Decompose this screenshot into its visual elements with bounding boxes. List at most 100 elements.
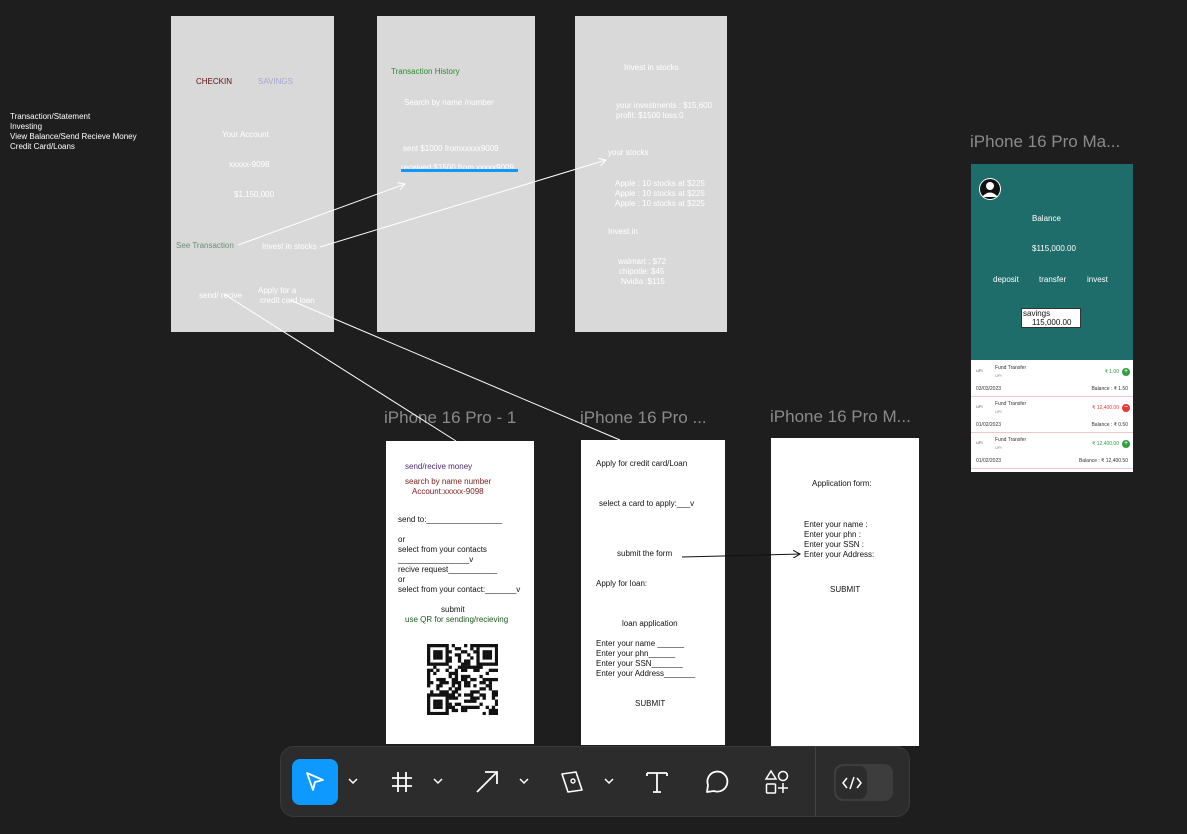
- invest-frame[interactable]: Invest in stocks your investments : $15,…: [575, 16, 727, 332]
- account-number: xxxxx-9098: [229, 160, 270, 169]
- loan-field[interactable]: Enter your phn______: [596, 649, 676, 658]
- frame-label[interactable]: iPhone 16 Pro Ma...: [970, 132, 1121, 151]
- submit-button[interactable]: submit: [441, 605, 465, 614]
- loan-field[interactable]: Enter your name ______: [596, 639, 685, 648]
- invest-option[interactable]: Nvidia :$115: [621, 277, 665, 286]
- credit-title: Apply for credit card/Loan: [596, 459, 688, 468]
- account-frame[interactable]: CHECKIN SAVINGS Your Account xxxxx-9098 …: [171, 16, 334, 332]
- deposit-button[interactable]: deposit: [993, 275, 1019, 284]
- transaction-row[interactable]: UPI Fund Transfer UPI ₹ 12,400.00 + 01/0…: [971, 434, 1133, 469]
- apply-credit-line2[interactable]: credit card loan: [260, 296, 315, 305]
- loan-field[interactable]: Enter your Address_______: [596, 669, 696, 678]
- your-account-label: Your Account: [222, 130, 269, 139]
- qr-code[interactable]: [427, 644, 499, 716]
- apply-credit-line1[interactable]: Apply for a: [258, 286, 297, 295]
- stock-item: Apple : 10 stocks at $225: [615, 189, 705, 198]
- loan-field[interactable]: Enter your SSN_______: [596, 659, 683, 668]
- tx-amount: ₹ 12,400.00: [1092, 405, 1119, 411]
- apply-loan-label: Apply for loan:: [596, 579, 648, 588]
- move-tool-button[interactable]: [292, 759, 338, 805]
- tx-balance: Balance : ₹ 12,400.50: [1078, 458, 1128, 464]
- text-t-icon: [646, 772, 668, 793]
- sent-entry: sent $1000 fromxxxxx9009: [403, 144, 499, 153]
- chevron-down-icon[interactable]: [347, 773, 359, 789]
- invest-button[interactable]: invest: [1087, 275, 1108, 284]
- diagonal-arrow-icon: [476, 771, 498, 793]
- balance-label: Balance: [1032, 214, 1061, 223]
- frame-label[interactable]: iPhone 16 Pro - 1: [384, 408, 517, 427]
- avatar[interactable]: [979, 178, 1001, 200]
- connector-arrow: [681, 554, 800, 557]
- savings-value: 115,000.00: [1032, 318, 1072, 327]
- tx-title: Fund Transfer: [995, 437, 1027, 443]
- tx-title: Fund Transfer: [995, 401, 1027, 407]
- send-recive-link[interactable]: send/ recive: [199, 291, 243, 300]
- dev-mode-toggle[interactable]: [834, 764, 893, 801]
- send-account: Account:xxxxx-9098: [412, 487, 484, 496]
- transaction-row[interactable]: UPI Fund Transfer UPI ₹ 1.00 + 03/03/202…: [971, 362, 1133, 397]
- text-tool-button[interactable]: [634, 759, 680, 805]
- form-field[interactable]: Enter your phn :: [804, 530, 861, 539]
- send-title: send/recive money: [405, 462, 473, 471]
- upi-logo-icon: UPI: [976, 440, 983, 445]
- qr-code-icon: [427, 644, 499, 716]
- frame-label[interactable]: iPhone 16 Pro M...: [770, 407, 911, 426]
- shapes-tool-button[interactable]: [754, 759, 800, 805]
- tx-date: 03/03/2023: [976, 386, 1002, 392]
- history-search[interactable]: Search by name /number: [404, 98, 494, 107]
- see-transaction-link[interactable]: See Transaction: [176, 241, 234, 250]
- form-field[interactable]: Enter your name :: [804, 520, 868, 529]
- loan-submit-button[interactable]: SUBMIT: [635, 699, 666, 708]
- contact-dropdown[interactable]: select from your contact:_______v: [398, 585, 521, 594]
- send-search[interactable]: search by name number: [405, 477, 492, 486]
- comment-tool-button[interactable]: [694, 759, 740, 805]
- connector-arrow: [237, 184, 405, 246]
- credit-loan-frame[interactable]: Apply for credit card/Loan select a card…: [581, 440, 725, 745]
- chevron-down-icon[interactable]: [518, 773, 530, 789]
- arrow-tool-button[interactable]: [464, 759, 510, 805]
- checkin-tab[interactable]: CHECKIN: [196, 77, 233, 86]
- balance-frame[interactable]: Balance $115,000.00 deposit transfer inv…: [971, 164, 1133, 472]
- shapes-plus-icon: [764, 769, 789, 794]
- frame-tool-button[interactable]: [379, 759, 425, 805]
- note-item: Transaction/Statement: [10, 112, 91, 121]
- transaction-row[interactable]: UPI Fund Transfer UPI ₹ 12,400.00 − 01/0…: [971, 398, 1133, 433]
- account-balance: $1,150,000: [234, 190, 275, 199]
- form-field[interactable]: Enter your SSN :: [804, 540, 865, 549]
- side-notes: Transaction/Statement Investing View Bal…: [10, 112, 137, 152]
- contacts-dropdown[interactable]: ________________v: [398, 555, 474, 564]
- transaction-history-frame[interactable]: Transaction History Search by name /numb…: [377, 16, 535, 332]
- savings-tab[interactable]: SAVINGS: [258, 77, 293, 86]
- application-form-frame[interactable]: Application form: Enter your name : Ente…: [771, 438, 919, 746]
- savings-box[interactable]: savings 115,000.00: [1021, 308, 1081, 328]
- loan-application-title: loan application: [622, 619, 678, 628]
- form-title: Application form:: [812, 479, 872, 488]
- selection-underline: [401, 169, 518, 172]
- frame-label[interactable]: iPhone 16 Pro ...: [580, 408, 707, 427]
- select-card-dropdown[interactable]: select a card to apply:___v: [599, 499, 695, 508]
- debit-minus-icon: −: [1122, 404, 1130, 412]
- transfer-button[interactable]: transfer: [1039, 275, 1067, 284]
- dev-mode-knob: [836, 766, 867, 799]
- cursor-arrow-icon: [306, 772, 324, 791]
- recive-request-field[interactable]: recive request___________: [398, 565, 498, 574]
- invest-option[interactable]: chipotle: $45: [619, 267, 665, 276]
- tx-via: UPI: [995, 445, 1002, 450]
- connector-line: [223, 293, 457, 442]
- note-item: View Balance/Send Recieve Money: [10, 132, 137, 141]
- pen-nib-icon: [561, 771, 583, 793]
- select-contacts[interactable]: select from your contacts: [398, 545, 487, 554]
- send-receive-frame[interactable]: send/recive money search by name number …: [386, 441, 534, 744]
- savings-label: savings: [1023, 309, 1051, 318]
- chevron-down-icon[interactable]: [603, 773, 615, 789]
- pen-tool-button[interactable]: [549, 759, 595, 805]
- invest-option[interactable]: walmart : $72: [618, 257, 667, 266]
- form-submit-button[interactable]: SUBMIT: [830, 585, 861, 594]
- invest-in-stocks-link[interactable]: Invest in stocks: [262, 242, 317, 251]
- history-title: Transaction History: [391, 67, 460, 76]
- form-field[interactable]: Enter your Address:: [804, 550, 875, 559]
- chevron-down-icon[interactable]: [432, 773, 444, 789]
- submit-form-button[interactable]: submit the form: [617, 549, 673, 558]
- send-to-field[interactable]: send to:_________________: [398, 515, 503, 524]
